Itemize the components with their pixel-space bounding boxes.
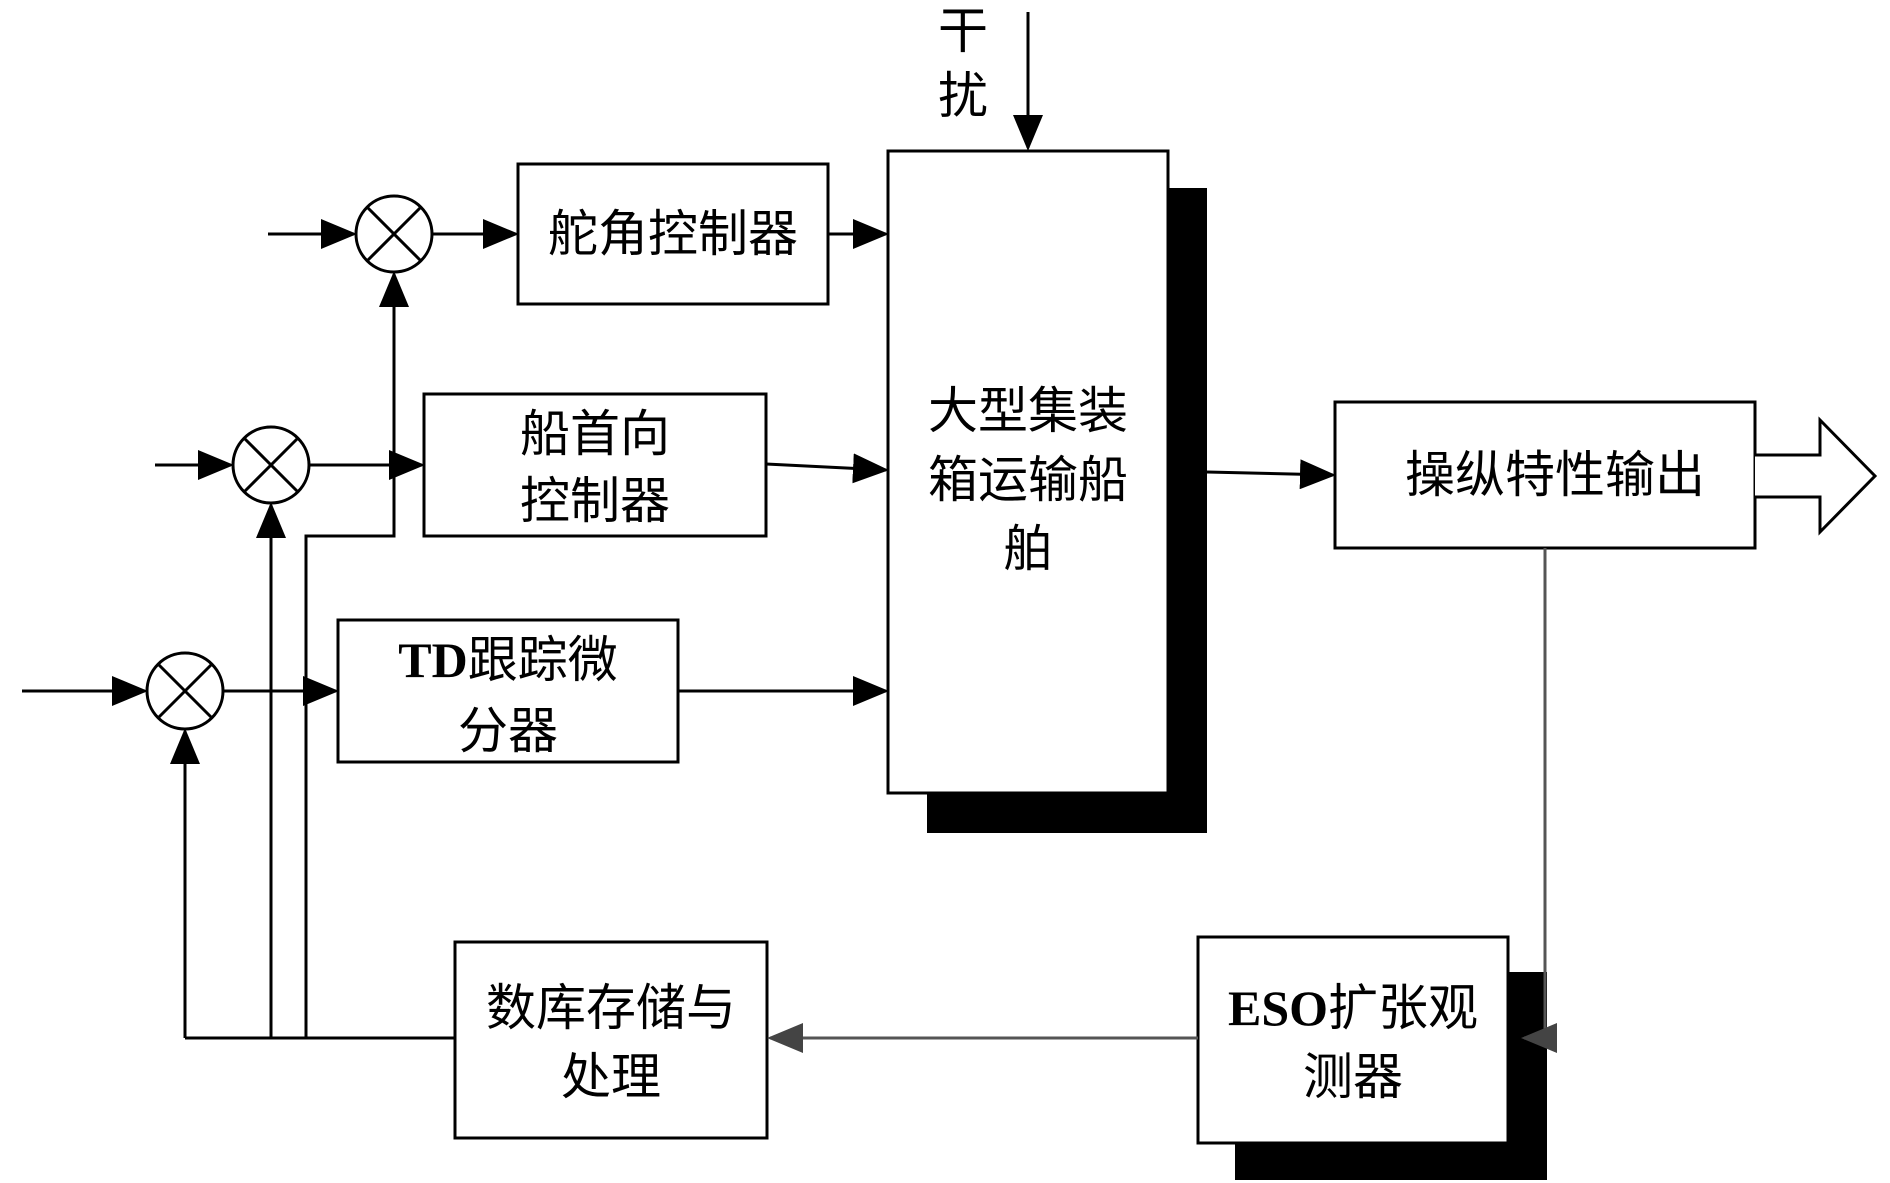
- output-open-arrow: [1755, 416, 1878, 536]
- eso-block: [1196, 935, 1510, 1145]
- td-differentiator-line2: 分器: [458, 702, 558, 760]
- storage-line2: 处理: [561, 1048, 661, 1106]
- feedback-to-sum1: [304, 271, 409, 1038]
- td-line1-rest: 跟踪微: [468, 631, 618, 689]
- output-label: 操纵特性输出: [1405, 446, 1705, 504]
- td-prefix: TD: [398, 632, 467, 688]
- storage-line1: 数库存储与: [486, 979, 736, 1037]
- ship-to-output-arrow: [1206, 459, 1336, 490]
- disturbance-char-1: 干: [938, 2, 988, 60]
- heading-controller-line2: 控制器: [520, 472, 670, 530]
- ship-label-line1: 大型集装: [928, 382, 1128, 440]
- sum-junction-2: [231, 425, 311, 505]
- output-to-eso-feedback: [1521, 548, 1557, 1053]
- sum-junction-1: [354, 194, 434, 274]
- sum-junction-3: [145, 651, 225, 731]
- eso-line1-rest: 扩张观: [1328, 979, 1478, 1037]
- ship-block: [886, 149, 1170, 795]
- ship-label-line2: 箱运输船: [928, 451, 1128, 509]
- storage-block: [453, 940, 769, 1140]
- ship-label-line3: 舶: [1003, 520, 1053, 578]
- disturbance-label: 干 扰: [938, 2, 988, 125]
- eso-prefix: ESO: [1228, 980, 1328, 1036]
- heading-to-ship-arrow: [765, 453, 889, 484]
- eso-line2: 测器: [1303, 1048, 1403, 1106]
- td-differentiator-line1: TD跟踪微: [398, 631, 617, 689]
- heading-controller-line1: 船首向: [520, 405, 670, 463]
- heading-controller-block: [422, 392, 768, 538]
- rudder-controller-label: 舵角控制器: [548, 205, 798, 263]
- disturbance-char-2: 扰: [938, 67, 988, 125]
- rudder-controller-block: [516, 162, 830, 306]
- eso-line1: ESO扩张观: [1228, 979, 1478, 1037]
